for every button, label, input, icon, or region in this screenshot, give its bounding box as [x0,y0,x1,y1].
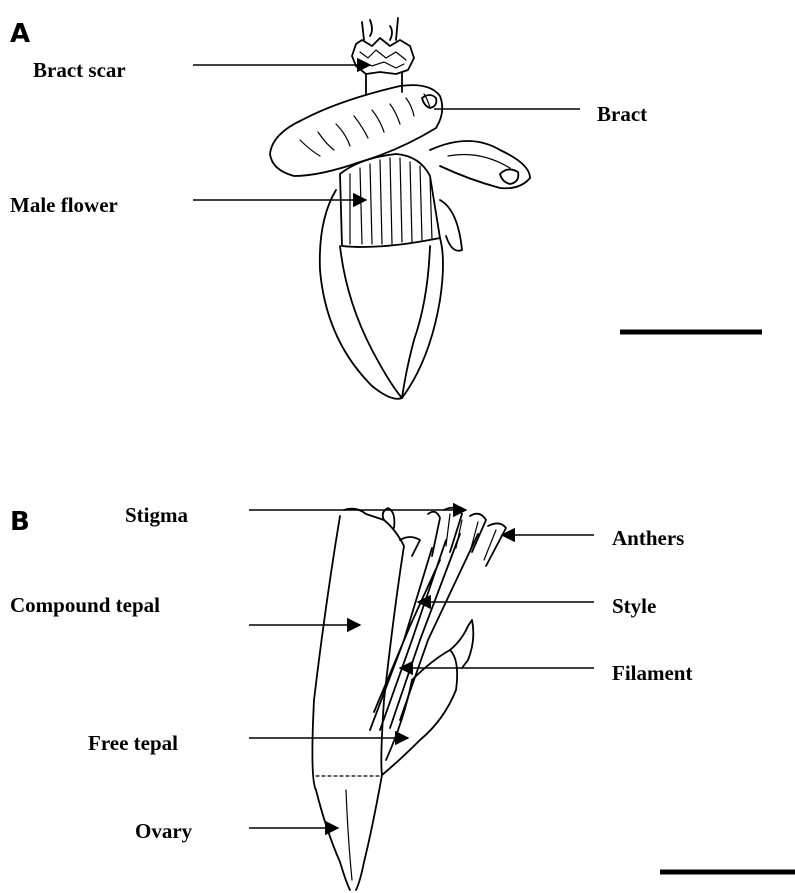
label-ovary: Ovary [135,819,193,843]
label-bract-scar: Bract scar [33,58,126,82]
label-filament: Filament [612,661,692,685]
flower-b-drawing [312,508,506,890]
panel-b-letter: B [10,507,30,537]
label-anthers: Anthers [612,526,684,550]
label-male-flower: Male flower [10,193,118,217]
label-free-tepal: Free tepal [88,731,178,755]
label-style: Style [612,594,656,618]
label-compound-tepal: Compound tepal [10,593,160,617]
panel-a: A Bract scar [10,18,762,399]
panel-b: B Stigma Anthers Co [10,503,795,890]
label-bract: Bract [597,102,647,126]
panel-a-letter: A [10,19,30,49]
male-flower-drawing [320,154,462,399]
bract-scar-drawing [352,18,414,94]
label-stigma: Stigma [125,503,189,527]
